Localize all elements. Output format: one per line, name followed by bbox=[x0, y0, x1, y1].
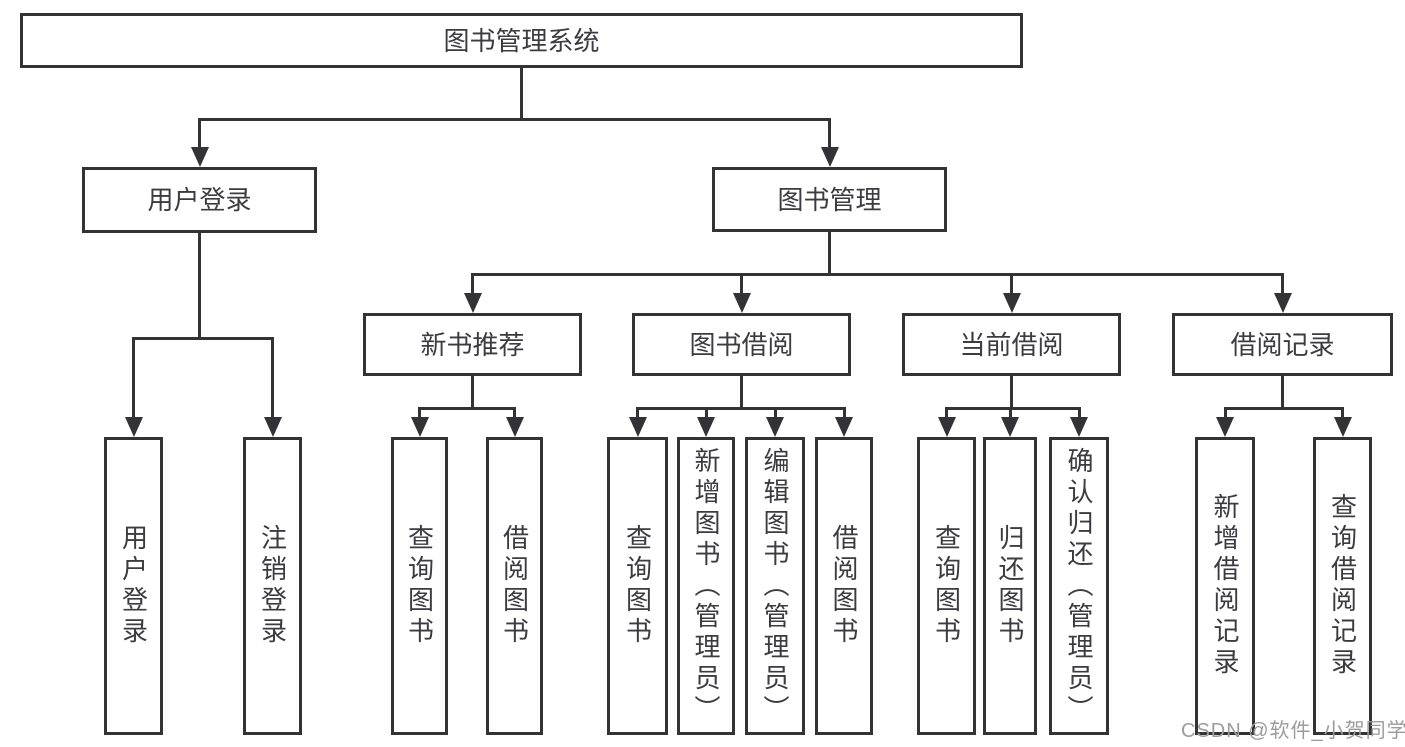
watermark: CSDN @软件_小贺同学 bbox=[1181, 720, 1405, 742]
connector-line bbox=[740, 376, 743, 410]
node-rec-borrow: 借阅图书 bbox=[486, 437, 543, 735]
node-label-br-add: 新增借阅记录 bbox=[1210, 493, 1240, 679]
connector-line bbox=[828, 232, 831, 276]
connector-line bbox=[471, 273, 474, 295]
connector-line bbox=[704, 407, 708, 419]
node-label-bb-edit: 编辑图书（管理员） bbox=[760, 446, 790, 726]
node-label-current-borrow: 当前借阅 bbox=[959, 329, 1064, 360]
arrowhead-icon bbox=[263, 417, 282, 437]
node-label-rec-borrow: 借阅图书 bbox=[499, 524, 530, 648]
node-label-logout: 注销登录 bbox=[257, 524, 288, 648]
node-label-cb-return: 归还图书 bbox=[995, 524, 1025, 648]
connector-line bbox=[1010, 273, 1013, 295]
node-label-br-query: 查询借阅记录 bbox=[1327, 493, 1358, 679]
connector-line bbox=[828, 118, 831, 149]
arrowhead-icon bbox=[463, 293, 482, 313]
arrowhead-icon bbox=[505, 417, 524, 437]
node-book-borrow: 图书借阅 bbox=[632, 313, 851, 376]
node-label-bb-borrow: 借阅图书 bbox=[829, 524, 859, 648]
node-br-query: 查询借阅记录 bbox=[1313, 437, 1372, 735]
connector-line bbox=[1281, 273, 1284, 295]
connector-line bbox=[513, 407, 516, 419]
node-cb-query: 查询图书 bbox=[917, 437, 976, 735]
node-user-login: 用户登录 bbox=[82, 167, 317, 233]
connector-line bbox=[418, 407, 516, 410]
connector-line bbox=[945, 407, 948, 419]
connector-line bbox=[520, 68, 523, 121]
node-br-add: 新增借阅记录 bbox=[1195, 437, 1255, 735]
connector-line bbox=[636, 407, 846, 410]
connector-line bbox=[1008, 407, 1012, 419]
node-cb-confirm: 确认归还（管理员） bbox=[1049, 437, 1109, 735]
arrowhead-icon bbox=[937, 417, 956, 437]
node-logout: 注销登录 bbox=[243, 437, 302, 735]
arrowhead-icon bbox=[628, 417, 647, 437]
connector-line bbox=[1281, 376, 1284, 410]
connector-line bbox=[1010, 376, 1013, 410]
node-label-bb-query: 查询图书 bbox=[622, 524, 653, 648]
connector-line bbox=[636, 407, 639, 419]
arrowhead-icon bbox=[410, 417, 429, 437]
node-label-book-mgmt: 图书管理 bbox=[777, 184, 882, 215]
arrowhead-icon bbox=[1001, 417, 1019, 437]
arrowhead-icon bbox=[1070, 417, 1088, 437]
connector-line bbox=[198, 118, 831, 121]
node-new-book-rec: 新书推荐 bbox=[363, 313, 582, 376]
connector-line bbox=[198, 233, 201, 340]
connector-line bbox=[1341, 407, 1344, 419]
node-label-root: 图书管理系统 bbox=[443, 25, 600, 56]
arrowhead-icon bbox=[1002, 293, 1021, 313]
node-label-book-borrow: 图书借阅 bbox=[689, 329, 794, 360]
connector-line bbox=[945, 407, 1081, 410]
node-cb-return: 归还图书 bbox=[983, 437, 1037, 735]
node-label-cb-query: 查询图书 bbox=[931, 524, 962, 648]
connector-line bbox=[1223, 407, 1227, 419]
node-current-borrow: 当前借阅 bbox=[902, 313, 1121, 376]
node-bb-edit: 编辑图书（管理员） bbox=[745, 437, 805, 735]
connector-line bbox=[418, 407, 421, 419]
node-label-rec-query: 查询图书 bbox=[404, 524, 435, 648]
connector-line bbox=[132, 337, 135, 419]
node-label-new-book-rec: 新书推荐 bbox=[420, 329, 525, 360]
node-label-borrow-record: 借阅记录 bbox=[1230, 329, 1335, 360]
arrowhead-icon bbox=[1333, 417, 1352, 437]
node-login-do: 用户登录 bbox=[104, 437, 163, 735]
connector-line bbox=[271, 337, 274, 419]
arrowhead-icon bbox=[1273, 293, 1292, 313]
node-label-login-do: 用户登录 bbox=[118, 524, 149, 648]
node-bb-query: 查询图书 bbox=[607, 437, 668, 735]
node-borrow-record: 借阅记录 bbox=[1172, 313, 1393, 376]
arrowhead-icon bbox=[835, 417, 853, 437]
connector-line bbox=[132, 337, 274, 340]
node-bb-add: 新增图书（管理员） bbox=[677, 437, 735, 735]
arrowhead-icon bbox=[1216, 417, 1234, 437]
node-label-cb-confirm: 确认归还（管理员） bbox=[1064, 446, 1094, 726]
arrowhead-icon bbox=[732, 293, 751, 313]
connector-line bbox=[1077, 407, 1081, 419]
node-label-bb-add: 新增图书（管理员） bbox=[691, 446, 721, 726]
arrowhead-icon bbox=[766, 417, 784, 437]
connector-line bbox=[1223, 407, 1344, 410]
connector-line bbox=[842, 407, 846, 419]
connector-line bbox=[471, 273, 1284, 276]
node-rec-query: 查询图书 bbox=[391, 437, 448, 735]
connector-line bbox=[198, 118, 201, 149]
node-label-user-login: 用户登录 bbox=[147, 185, 252, 215]
connector-line bbox=[773, 407, 777, 419]
node-root: 图书管理系统 bbox=[20, 13, 1023, 68]
arrowhead-icon bbox=[190, 147, 209, 167]
arrowhead-icon bbox=[697, 417, 715, 437]
arrowhead-icon bbox=[124, 417, 143, 437]
node-book-mgmt: 图书管理 bbox=[712, 167, 947, 232]
connector-line bbox=[471, 376, 474, 410]
connector-line bbox=[740, 273, 743, 295]
arrowhead-icon bbox=[820, 147, 839, 167]
node-bb-borrow: 借阅图书 bbox=[815, 437, 873, 735]
